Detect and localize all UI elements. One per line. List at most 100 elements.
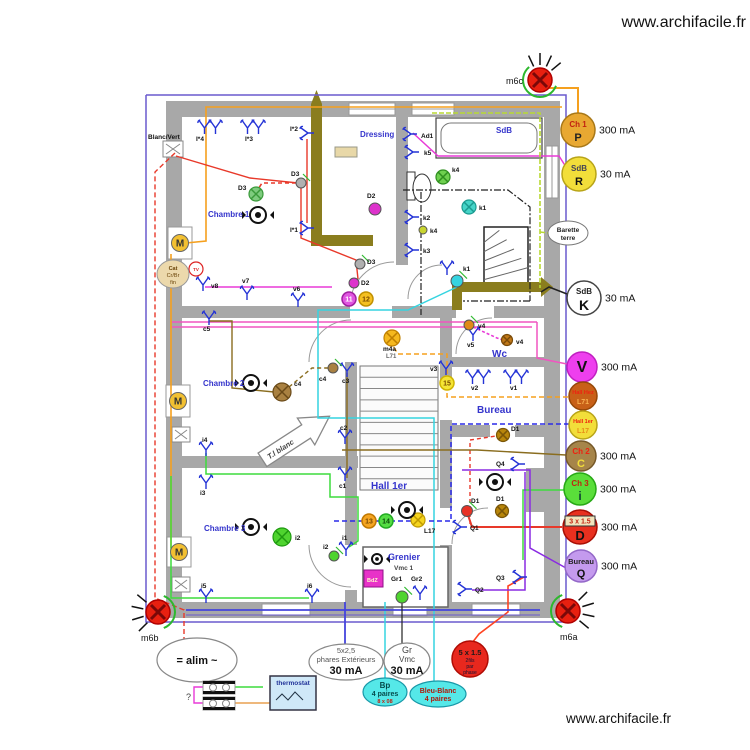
marker-m6a[interactable]: m6a <box>549 591 595 642</box>
smoke-symbol[interactable] <box>235 518 267 536</box>
sw2-symbol[interactable] <box>465 369 491 384</box>
domino-connector[interactable] <box>202 680 236 695</box>
sw-symbol[interactable] <box>404 144 419 160</box>
lamp-symbol[interactable] <box>248 186 264 202</box>
sw-symbol[interactable] <box>299 220 314 236</box>
lamp-symbol[interactable] <box>461 199 477 215</box>
annotation[interactable]: thermostat <box>269 675 317 711</box>
sw-symbol[interactable] <box>457 581 472 597</box>
sw-symbol[interactable] <box>404 242 419 258</box>
device-label: c2 <box>340 425 348 432</box>
num-symbol[interactable]: 14 <box>378 513 394 529</box>
lamp-symbol[interactable] <box>410 512 426 528</box>
sw-symbol[interactable] <box>439 260 455 275</box>
cable-trunk-tip <box>541 277 553 297</box>
sw-symbol[interactable] <box>510 456 525 472</box>
dot-symbol[interactable] <box>463 315 479 331</box>
motor-symbol[interactable]: M <box>169 392 187 410</box>
marker-m6b[interactable]: m6b <box>131 594 177 643</box>
lamp-symbol[interactable] <box>272 382 292 402</box>
dot-symbol[interactable] <box>461 501 477 517</box>
smoke-symbol[interactable] <box>235 374 267 392</box>
lamp-symbol[interactable] <box>495 427 511 443</box>
lamp-symbol[interactable] <box>435 169 451 185</box>
marker-m6c[interactable]: m6c <box>506 53 562 99</box>
dot-symbol[interactable] <box>327 358 343 374</box>
sw-symbol[interactable] <box>438 360 454 375</box>
motor-symbol[interactable]: M <box>171 234 189 252</box>
sw2-symbol[interactable] <box>503 369 529 384</box>
sw-symbol[interactable] <box>404 209 419 225</box>
sw-symbol[interactable] <box>201 310 217 325</box>
smoke-symbol[interactable] <box>479 473 511 491</box>
smoke-symbol[interactable] <box>391 501 423 519</box>
sw-symbol[interactable] <box>512 569 527 585</box>
bdz-box[interactable] <box>363 569 384 588</box>
badge-text: D <box>575 528 584 543</box>
annotation[interactable]: = alim ~ <box>156 637 238 683</box>
sw2-symbol[interactable] <box>197 119 223 134</box>
sw-symbol[interactable] <box>337 466 353 481</box>
sw-symbol[interactable] <box>198 588 214 603</box>
lamp-symbol[interactable] <box>500 333 514 347</box>
switch-glyph <box>512 569 527 585</box>
sw-symbol[interactable] <box>412 585 428 600</box>
num-symbol[interactable]: 11 <box>341 291 357 307</box>
lamp-symbol[interactable] <box>383 329 401 347</box>
sw-symbol[interactable] <box>290 292 306 307</box>
dot-symbol[interactable] <box>328 546 344 562</box>
sw-symbol[interactable] <box>304 588 320 603</box>
lamp-symbol[interactable] <box>494 503 510 519</box>
motor-symbol[interactable]: M <box>170 543 188 561</box>
smoke-symbol[interactable] <box>364 553 390 565</box>
sw-symbol[interactable] <box>239 285 255 300</box>
dot-symbol[interactable] <box>354 254 370 270</box>
domino-connector[interactable] <box>202 696 236 711</box>
dot-symbol[interactable] <box>348 277 360 289</box>
smoke-symbol[interactable] <box>242 206 274 224</box>
dot-symbol[interactable] <box>395 586 413 604</box>
dot-symbol[interactable] <box>295 173 311 189</box>
sw-symbol[interactable] <box>299 125 314 141</box>
sw-symbol[interactable] <box>402 126 417 142</box>
dot-symbol[interactable] <box>418 225 428 235</box>
sw-symbol[interactable] <box>195 276 211 291</box>
sw-symbol[interactable] <box>465 326 481 341</box>
room-label: Dressing <box>360 130 394 139</box>
device-label: i6 <box>307 583 313 590</box>
lamp-symbol[interactable] <box>272 527 292 547</box>
sw-symbol[interactable] <box>338 541 354 556</box>
num-symbol[interactable]: 12 <box>358 291 374 307</box>
device-label: Gr1 <box>391 576 403 583</box>
tv-symbol[interactable]: TV <box>188 261 204 277</box>
num-symbol[interactable]: 15 <box>439 375 455 391</box>
motor-circle <box>171 234 189 252</box>
sw-symbol[interactable] <box>452 519 467 535</box>
sw-symbol[interactable] <box>339 362 355 377</box>
sw-symbol[interactable] <box>198 474 214 489</box>
sw-symbol[interactable] <box>337 429 353 444</box>
sw2-symbol[interactable] <box>240 119 266 134</box>
dot-symbol[interactable] <box>368 202 382 216</box>
dot-symbol[interactable] <box>450 270 468 288</box>
sw-symbol[interactable] <box>198 441 214 456</box>
num-symbol[interactable]: 13 <box>361 513 377 529</box>
